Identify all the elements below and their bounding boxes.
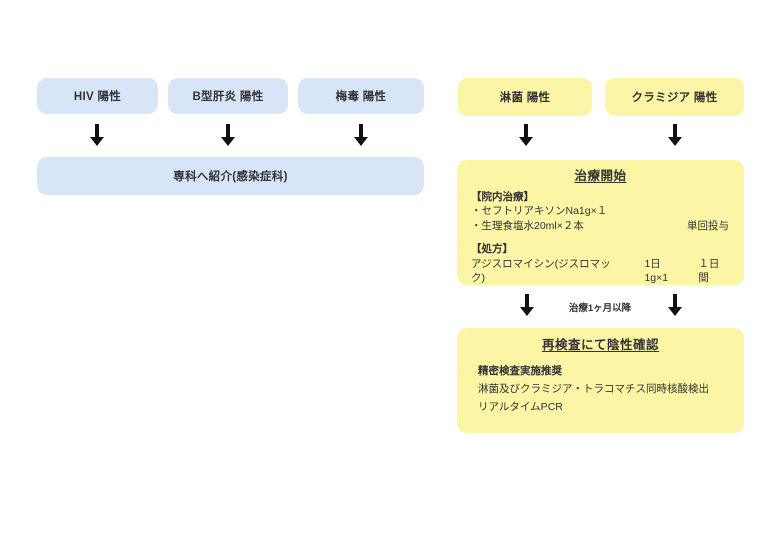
- retest-details: 精密検査実施推奨 淋菌及びクラミジア・トラコマチス同時核酸検出 リアルタイムPC…: [478, 362, 728, 416]
- retest-title: 再検査にて陰性確認: [541, 338, 659, 352]
- inpatient-treatment-section: 【院内治療】 ・セフトリアキソンNa1g×１ ・生理食塩水20ml×２本 単回投…: [471, 190, 729, 234]
- arrow-head: [354, 137, 368, 146]
- arrow-stem: [359, 124, 363, 138]
- arrow-stem: [524, 124, 528, 138]
- detailed-test-recommendation: 精密検査実施推奨: [478, 364, 562, 377]
- down-arrow-icon: [519, 124, 533, 147]
- prescription-section: 【処方】 アジスロマイシン(ジスロマック) 1日1g×1 １日間: [471, 242, 729, 286]
- gonorrhea-positive-box: 淋菌 陽性: [458, 78, 592, 116]
- arrow-head: [668, 307, 682, 316]
- arrow-stem: [226, 124, 230, 138]
- ceftriaxone-item: ・セフトリアキソンNa1g×１: [471, 205, 608, 217]
- nucleic-acid-test-line: 淋菌及びクラミジア・トラコマチス同時核酸検出: [478, 382, 709, 395]
- prescription-header: 【処方】: [471, 243, 513, 255]
- treatment-start-box: 治療開始 【院内治療】 ・セフトリアキソンNa1g×１ ・生理食塩水20ml×２…: [457, 160, 744, 285]
- arrow-stem: [673, 124, 677, 138]
- hiv-positive-box: HIV 陽性: [37, 78, 158, 114]
- azithromycin-dose: 1日1g×1: [644, 257, 669, 285]
- hepatitis-b-positive-box: B型肝炎 陽性: [168, 78, 288, 114]
- treatment-title: 治療開始: [574, 169, 627, 183]
- arrow-head: [90, 137, 104, 146]
- down-arrow-icon: [90, 124, 104, 147]
- down-arrow-icon: [221, 124, 235, 147]
- saline-item: ・生理食塩水20ml×２本: [471, 219, 584, 232]
- retest-box: 再検査にて陰性確認 精密検査実施推奨 淋菌及びクラミジア・トラコマチス同時核酸検…: [457, 328, 744, 433]
- arrow-head: [668, 137, 682, 146]
- arrow-head: [519, 137, 533, 146]
- single-dose-note: 単回投与: [687, 219, 729, 232]
- arrow-stem: [525, 294, 529, 308]
- arrow-stem: [673, 294, 677, 308]
- realtime-pcr-line: リアルタイムPCR: [478, 400, 563, 413]
- down-arrow-icon: [668, 294, 682, 317]
- arrow-head: [221, 137, 235, 146]
- down-arrow-icon: [354, 124, 368, 147]
- interval-label: 治療1ヶ月以降: [568, 303, 632, 314]
- azithromycin-duration: １日間: [698, 257, 720, 285]
- arrow-stem: [95, 124, 99, 138]
- inpatient-treatment-header: 【院内治療】: [471, 190, 534, 203]
- chlamydia-positive-box: クラミジア 陽性: [605, 78, 744, 116]
- arrow-head: [520, 307, 534, 316]
- azithromycin-name: アジスロマイシン(ジスロマック): [471, 257, 611, 285]
- syphilis-positive-box: 梅毒 陽性: [298, 78, 424, 114]
- down-arrow-icon: [668, 124, 682, 147]
- down-arrow-icon: [520, 294, 534, 317]
- referral-box: 専科へ紹介(感染症科): [37, 157, 424, 195]
